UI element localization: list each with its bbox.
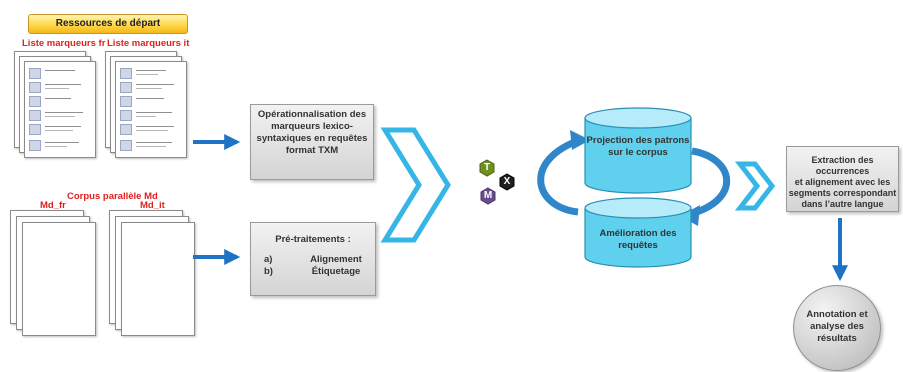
extraction-line-4: dans l’autre langue — [801, 199, 884, 209]
markers-fr-page — [24, 61, 96, 158]
operationalisation-line-2: marqueurs lexico- — [271, 121, 353, 132]
pretraitements-marker-a: a) — [264, 254, 273, 265]
operationalisation-line-1: Opérationnalisation des — [257, 109, 367, 120]
cylinder-shape — [584, 197, 692, 268]
amelioration-line-1: Amélioration des — [599, 228, 677, 239]
annotation-line-1: Annotation et — [806, 309, 868, 320]
cycle-arrow-left — [537, 136, 582, 216]
extraction-line-1: Extraction des occurrences — [811, 155, 874, 176]
corpus-fr-stack — [10, 210, 96, 338]
amelioration-line-2: requêtes — [618, 240, 658, 251]
annotation-line-3: résultats — [817, 333, 857, 344]
txm-hex-t — [479, 159, 495, 177]
chevron-merge — [380, 127, 451, 243]
stack-page — [121, 222, 195, 336]
pretraitements-marker-b: b) — [264, 266, 273, 277]
chevron-to-extraction — [734, 161, 776, 211]
corpus-it-stack — [109, 210, 195, 338]
resources-title: Ressources de départ — [28, 14, 188, 34]
corpus-label: Corpus parallèle Md — [67, 191, 158, 202]
md-it-label: Md_it — [140, 200, 165, 211]
extraction-line-3: segments correspondant — [788, 188, 897, 198]
annotation-circle: Annotation et analyse des résultats — [793, 285, 881, 371]
operationalisation-box: Opérationnalisation des marqueurs lexico… — [250, 104, 374, 180]
pretraitements-box: Pré-traitements : a) Alignement b) Étiqu… — [250, 222, 376, 296]
pretraitements-title: Pré-traitements : — [275, 234, 351, 245]
markers-it-stack — [105, 51, 187, 158]
operationalisation-line-3: syntaxiques en requêtes — [256, 133, 368, 144]
extraction-box: Extraction des occurrences et alignement… — [786, 146, 899, 212]
pretraitements-item-etiquetage: Étiquetage — [311, 266, 361, 277]
txm-hex-m — [480, 187, 496, 205]
markers-fr-label: Liste marqueurs fr — [22, 38, 106, 49]
stack-page — [22, 222, 96, 336]
txm-letter-m: M — [483, 190, 493, 201]
operationalisation-line-4: format TXM — [285, 145, 339, 156]
txm-letter-x: X — [503, 176, 511, 187]
projection-line-2: sur le corpus — [608, 147, 668, 158]
txm-hex-x — [499, 173, 515, 191]
extraction-line-2: et alignement avec les — [794, 177, 891, 187]
md-fr-label: Md_fr — [40, 200, 66, 211]
cylinder-shape — [584, 107, 692, 194]
projection-cylinder: Projection des patrons sur le corpus — [583, 107, 693, 195]
amelioration-cylinder: Amélioration des requêtes — [583, 197, 693, 269]
annotation-line-2: analyse des — [810, 321, 864, 332]
pretraitements-item-alignement: Alignement — [310, 254, 362, 265]
markers-fr-stack — [14, 51, 96, 158]
cycle-arrow-right — [689, 147, 731, 218]
markers-it-label: Liste marqueurs it — [107, 38, 190, 49]
markers-it-page — [115, 61, 187, 158]
txm-letter-t: T — [483, 162, 491, 173]
projection-line-1: Projection des patrons — [586, 135, 690, 146]
